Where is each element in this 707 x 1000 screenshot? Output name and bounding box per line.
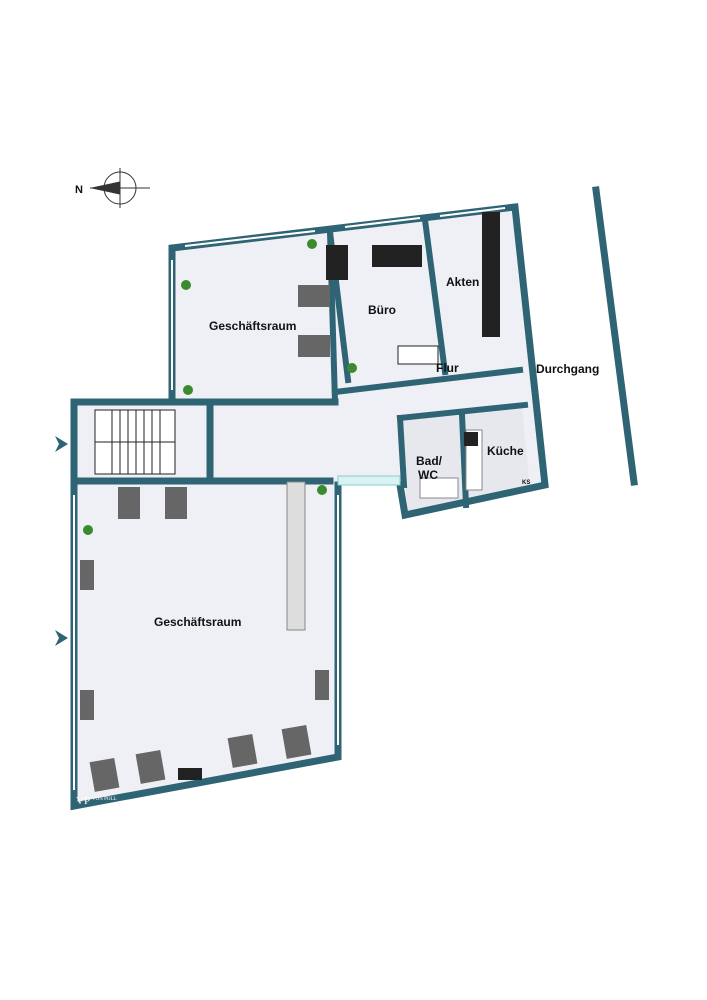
room-label-bad: Bad/ <box>416 454 443 468</box>
walls <box>70 186 638 811</box>
furniture <box>80 212 500 792</box>
room-label-flur: Flur <box>436 361 459 375</box>
logo-text: VON POLL <box>92 797 117 802</box>
windows <box>73 207 506 790</box>
glass-passage <box>337 475 401 486</box>
room-label-wc: WC <box>418 468 438 482</box>
room-label-durchgang: Durchgang <box>536 362 599 376</box>
room-label-geschaeftsraum-lower: Geschäftsraum <box>154 615 241 629</box>
staircase <box>94 409 176 475</box>
ks-label: KS <box>522 480 530 486</box>
room-label-buero: Büro <box>368 303 396 317</box>
compass-icon <box>90 168 150 208</box>
room-label-akten: Akten <box>446 275 479 289</box>
north-label: N <box>75 184 83 196</box>
room-label-geschaeftsraum-upper: Geschäftsraum <box>209 319 296 333</box>
logo-initials: VP <box>76 795 90 807</box>
room-label-kueche: Küche <box>487 444 524 458</box>
entrance-arrow-icon <box>55 630 68 646</box>
entrance-arrow-icon <box>55 436 68 452</box>
plants <box>83 239 357 535</box>
